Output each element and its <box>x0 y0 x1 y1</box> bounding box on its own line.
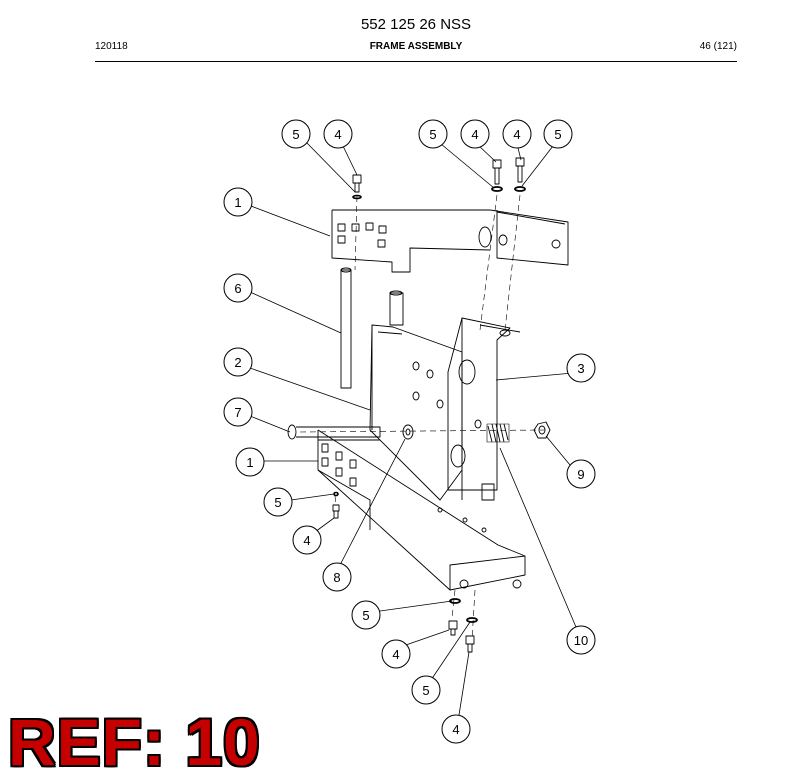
page-title: FRAME ASSEMBLY <box>369 41 463 52</box>
callout-circle <box>351 600 381 630</box>
right-side-plate <box>447 317 521 501</box>
callout-7: 7 <box>223 397 253 427</box>
callout-10: 10 <box>566 625 596 655</box>
callout-circle <box>235 447 265 477</box>
fasteners <box>332 157 526 653</box>
callout-label: 6 <box>234 281 241 296</box>
callout-label: 1 <box>246 455 253 470</box>
callout-label: 2 <box>234 355 241 370</box>
callout-3: 3 <box>566 353 596 383</box>
callout-5: 5 <box>281 119 311 149</box>
callout-label: 8 <box>333 570 340 585</box>
callout-circle <box>223 347 253 377</box>
callout-circle <box>281 119 311 149</box>
callout-label: 5 <box>274 495 281 510</box>
assembly-centerlines <box>299 194 546 641</box>
callout-circle <box>323 119 353 149</box>
ref-label: REF: 10 <box>8 705 261 779</box>
callout-5: 5 <box>418 119 448 149</box>
callout-5: 5 <box>411 675 441 705</box>
callout-4: 4 <box>323 119 353 149</box>
callout-label: 7 <box>234 405 241 420</box>
washer <box>402 424 414 440</box>
callout-9: 9 <box>566 459 596 489</box>
callout-circle <box>223 187 253 217</box>
callout-4: 4 <box>441 714 471 744</box>
callout-label: 5 <box>422 683 429 698</box>
callout-circle <box>460 119 490 149</box>
document-number: 552 125 26 NSS <box>360 16 472 33</box>
callout-label: 9 <box>577 467 584 482</box>
callout-circle <box>441 714 471 744</box>
callout-4: 4 <box>460 119 490 149</box>
lock-nut <box>533 421 551 439</box>
callout-circle <box>543 119 573 149</box>
spring <box>486 423 510 443</box>
callout-circle <box>418 119 448 149</box>
upper-frame-bracket <box>331 209 569 273</box>
callout-circle <box>292 525 322 555</box>
callout-4: 4 <box>502 119 532 149</box>
callout-1: 1 <box>235 447 265 477</box>
callout-label: 1 <box>234 195 241 210</box>
callout-label: 5 <box>292 127 299 142</box>
callout-circle <box>411 675 441 705</box>
page-number: 46 (121) <box>699 41 737 52</box>
callout-circle <box>223 397 253 427</box>
callout-circle <box>223 273 253 303</box>
callout-label: 5 <box>429 127 436 142</box>
callout-label: 5 <box>554 127 561 142</box>
callout-2: 2 <box>223 347 253 377</box>
lower-frame-bracket <box>317 429 526 591</box>
callout-label: 4 <box>303 533 310 548</box>
callout-label: 4 <box>513 127 520 142</box>
callout-4: 4 <box>292 525 322 555</box>
callout-label: 3 <box>577 361 584 376</box>
callout-label: 4 <box>392 647 399 662</box>
header-rule <box>95 61 737 62</box>
leader-lines <box>249 141 596 716</box>
callout-6: 6 <box>223 273 253 303</box>
callout-circle <box>502 119 532 149</box>
callout-circle <box>381 639 411 669</box>
callout-group: 5 4 5 4 4 5 1 6 2 3 7 1 9 5 4 8 5 10 4 5 4 <box>223 119 596 744</box>
callout-8: 8 <box>322 562 352 592</box>
callout-circle <box>566 459 596 489</box>
callout-label: 4 <box>452 722 459 737</box>
callout-label: 4 <box>334 127 341 142</box>
callout-5: 5 <box>351 600 381 630</box>
callout-circle <box>263 487 293 517</box>
callout-circle <box>566 353 596 383</box>
callout-label: 5 <box>362 608 369 623</box>
callout-circle <box>322 562 352 592</box>
callout-5: 5 <box>263 487 293 517</box>
date-code: 120118 <box>95 41 128 52</box>
callout-label: 10 <box>574 633 588 648</box>
callout-1: 1 <box>223 187 253 217</box>
bolt <box>287 424 381 441</box>
callout-label: 4 <box>471 127 478 142</box>
callout-4: 4 <box>381 639 411 669</box>
rod <box>340 267 352 389</box>
callout-circle <box>566 625 596 655</box>
callout-5: 5 <box>543 119 573 149</box>
